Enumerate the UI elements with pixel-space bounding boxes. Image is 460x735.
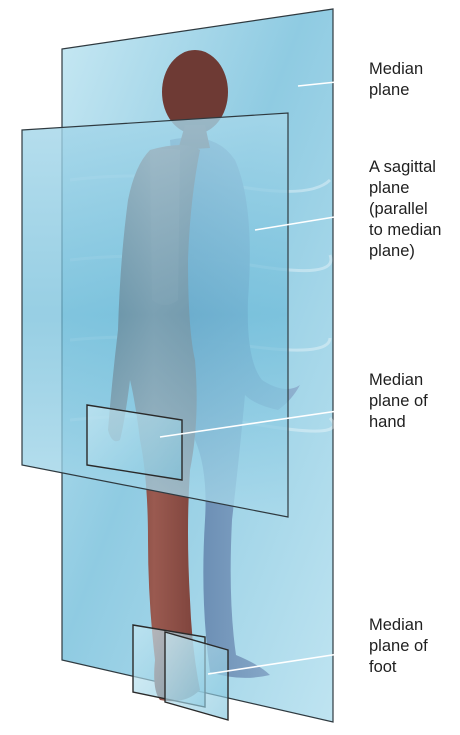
sagittal-plane-label: A sagittal plane (parallel to median pla… bbox=[369, 157, 441, 262]
median-plane-label: Median plane bbox=[369, 59, 423, 101]
median-plane-of-foot-label: Median plane of foot bbox=[369, 615, 428, 678]
median-plane-of-hand-label: Median plane of hand bbox=[369, 370, 428, 433]
